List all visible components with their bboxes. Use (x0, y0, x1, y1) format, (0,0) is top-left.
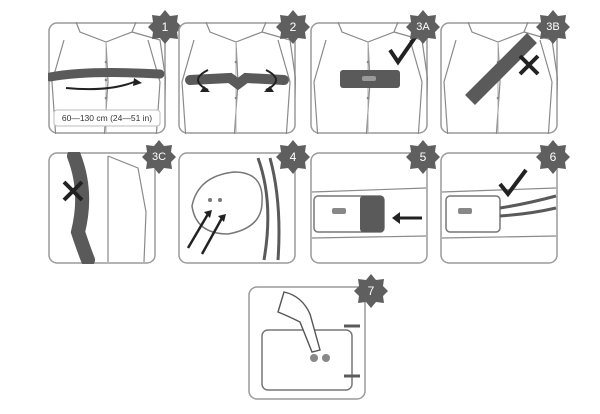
step-2-badge: 2 (276, 10, 310, 44)
step-5-number: 5 (419, 150, 427, 164)
step-3c-badge: 3C (142, 140, 176, 174)
step-3b-number: 3B (546, 21, 560, 33)
step-2-panel (178, 22, 296, 134)
step-3a-badge: 3A (406, 10, 440, 44)
step-1-panel: 60—130 cm (24—51 in) (48, 22, 166, 134)
step-1-number: 1 (161, 20, 169, 34)
step-6-number: 6 (549, 150, 557, 164)
step-7-panel (248, 286, 366, 400)
step-5-panel (310, 152, 428, 264)
step-3c-panel (48, 152, 156, 264)
step-3a-panel (310, 22, 428, 134)
belt-size-caption: 60—130 cm (24—51 in) (61, 113, 153, 123)
step-4-badge: 4 (276, 140, 310, 174)
step-6-panel (440, 152, 558, 264)
step-3b-badge: 3B (536, 10, 570, 44)
step-4-panel (178, 152, 296, 264)
step-6-badge: 6 (536, 140, 570, 174)
step-3c-number: 3C (151, 151, 167, 163)
step-4-number: 4 (289, 150, 297, 164)
step-1-badge: 1 (148, 10, 182, 44)
step-2-number: 2 (289, 20, 297, 34)
step-7-badge: 7 (354, 274, 388, 308)
step-3b-panel (440, 22, 558, 134)
step-7-number: 7 (367, 284, 375, 298)
step-3a-number: 3A (416, 21, 430, 33)
step-5-badge: 5 (406, 140, 440, 174)
